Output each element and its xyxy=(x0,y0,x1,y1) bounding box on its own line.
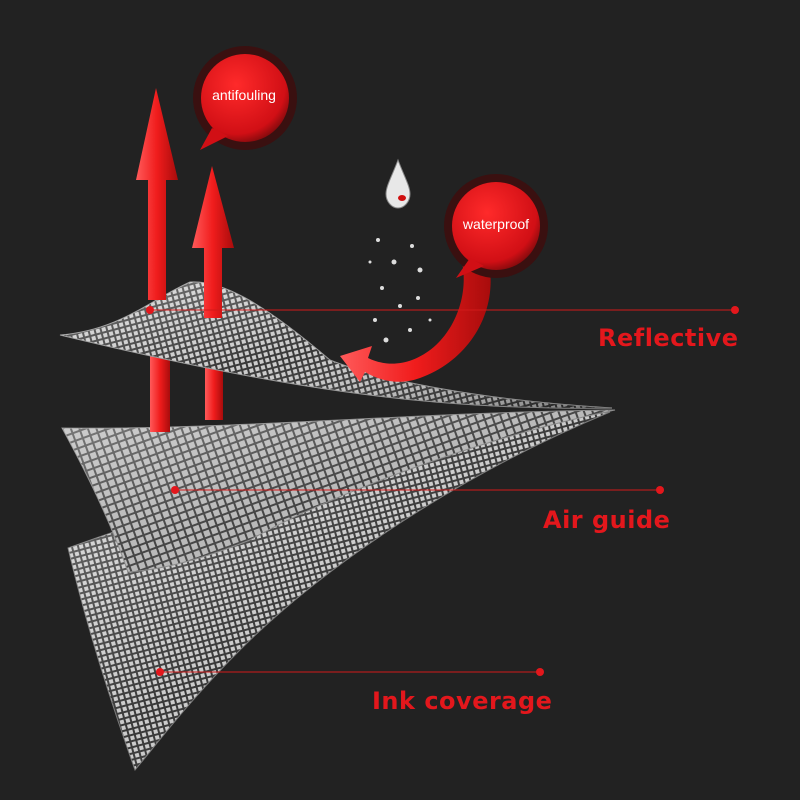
speech-bubble-icon xyxy=(193,46,297,150)
waterproof-bubble-label: waterproof xyxy=(462,216,530,232)
air-guide-sheen xyxy=(62,410,615,572)
ink-coverage-label: Ink coverage xyxy=(372,687,553,715)
speech-bubble-icon xyxy=(444,174,548,278)
leader-line-reflective xyxy=(146,306,739,314)
reflective-sheen xyxy=(60,281,612,409)
ink-coverage-sheen xyxy=(68,412,610,770)
reflective-label: Reflective xyxy=(598,324,739,352)
leader-line-air-guide xyxy=(171,486,664,494)
water-droplets xyxy=(368,238,432,343)
air-guide-label: Air guide xyxy=(543,506,671,534)
water-drop-icon xyxy=(385,158,411,209)
curved-arrow-icon xyxy=(340,258,491,382)
connector-pillar xyxy=(150,340,170,432)
leader-line-ink-coverage xyxy=(156,668,544,676)
up-arrow-icon xyxy=(136,88,178,300)
antifouling-bubble-label: antifouling xyxy=(212,87,276,103)
up-arrow-icon xyxy=(192,166,234,318)
